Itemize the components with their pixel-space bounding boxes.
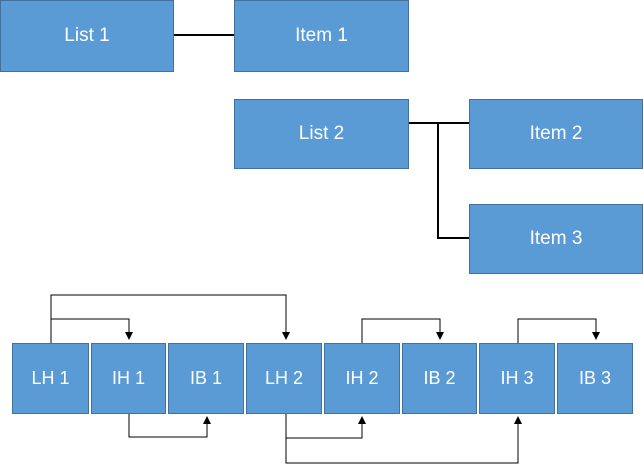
arrow-ih2-to-ib2 bbox=[361, 318, 444, 343]
arrow-ih3-to-ib3 bbox=[517, 318, 600, 343]
row-cell-ih2: IH 2 bbox=[324, 343, 400, 414]
row-cell-lh1: LH 1 bbox=[12, 343, 89, 414]
row-cell-label: LH 1 bbox=[31, 368, 70, 388]
item3-label: Item 3 bbox=[529, 228, 583, 249]
item2-label: Item 2 bbox=[529, 123, 583, 144]
item1-label: Item 1 bbox=[295, 25, 348, 46]
row-cell-label: IH 1 bbox=[111, 368, 145, 388]
list1-label: List 1 bbox=[64, 25, 110, 46]
list2-box: List 2 bbox=[234, 99, 409, 169]
list2-label: List 2 bbox=[298, 123, 345, 144]
arrow-ih1-to-ib1 bbox=[128, 413, 211, 438]
row-cell-ib3: IB 3 bbox=[557, 343, 633, 414]
arrow-lh2-to-ih2 bbox=[285, 413, 366, 439]
row-cell-label: IB 3 bbox=[578, 368, 612, 388]
item2-box: Item 2 bbox=[469, 99, 643, 169]
row-cell-label: LH 2 bbox=[264, 368, 304, 388]
row-cell-ih3: IH 3 bbox=[479, 343, 555, 414]
row-cell-label: IB 2 bbox=[423, 368, 456, 388]
row-cell-label: IH 2 bbox=[345, 368, 379, 388]
list1-box: List 1 bbox=[0, 0, 174, 72]
row-cell-label: IH 3 bbox=[500, 368, 534, 388]
row-cell-ih1: IH 1 bbox=[91, 343, 166, 414]
row-cell-ib2: IB 2 bbox=[402, 343, 477, 414]
item3-box: Item 3 bbox=[469, 204, 643, 274]
row-cell-label: IB 1 bbox=[189, 368, 223, 388]
arrow-lh2-to-ih3 bbox=[285, 416, 522, 464]
arrow-lh1-to-ih1 bbox=[51, 318, 133, 340]
connector-list2-item3 bbox=[437, 123, 470, 239]
row-cell-lh2: LH 2 bbox=[246, 343, 322, 414]
row-cell-ib1: IB 1 bbox=[168, 343, 244, 414]
item1-box: Item 1 bbox=[234, 0, 409, 72]
